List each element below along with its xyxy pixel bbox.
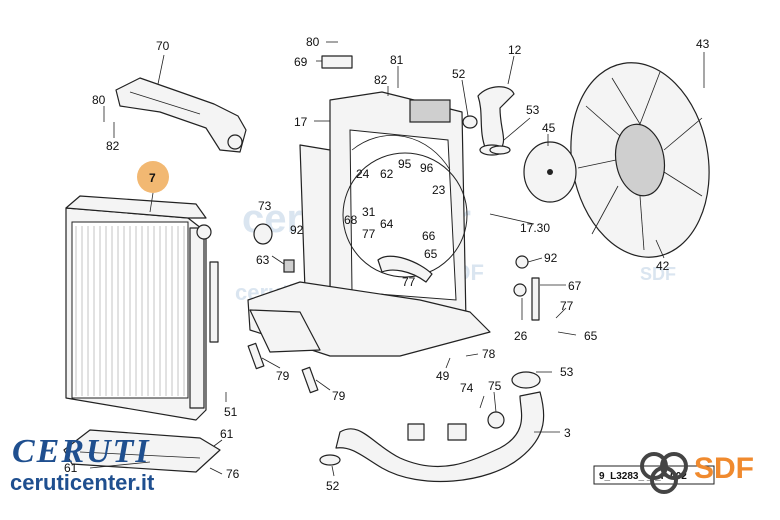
- radiator-part-7: [65, 195, 219, 421]
- part-label: 75: [488, 379, 502, 393]
- part-label: 80: [306, 35, 320, 49]
- small-parts: [247, 55, 529, 466]
- bracket-part-70: [115, 77, 247, 153]
- part-label: 43: [696, 37, 710, 51]
- part-label: 66: [422, 229, 436, 243]
- part-label: 68: [344, 213, 358, 227]
- pin-79b: [301, 366, 319, 394]
- part-label: 74: [460, 381, 474, 395]
- arm-66: [377, 255, 433, 283]
- part-label: 67: [568, 279, 582, 293]
- part-label: 92: [544, 251, 558, 265]
- part-label: 82: [106, 139, 120, 153]
- ceruti-site-text: ceruticenter.it: [10, 470, 155, 495]
- part-label: 65: [584, 329, 598, 343]
- part-label: 31: [362, 205, 376, 219]
- grommet-63: [283, 259, 295, 273]
- part-label: 79: [332, 389, 346, 403]
- part-label: 77: [560, 299, 574, 313]
- pin-79a: [247, 342, 265, 370]
- leader-lines: [89, 41, 705, 477]
- part-label: 45: [542, 121, 556, 135]
- part-label: 77: [362, 227, 376, 241]
- sdf-brand-text: SDF: [694, 452, 754, 485]
- part-label: 92: [290, 223, 304, 237]
- part-label: 12: [508, 43, 522, 57]
- part-label: 17: [294, 115, 308, 129]
- part-label: 52: [326, 479, 340, 493]
- clamp-52-upper: [462, 115, 478, 129]
- bottom-guard-part-61: [63, 429, 221, 473]
- part-label: 81: [390, 53, 404, 67]
- rod-part-67: [531, 277, 540, 321]
- part-label: 24: [356, 167, 370, 181]
- seal-73: [253, 223, 273, 245]
- part-label: 77: [402, 275, 416, 289]
- pulley-plate-part-45: [523, 141, 577, 203]
- cap-75: [487, 411, 505, 429]
- frame-part-17: [299, 91, 468, 339]
- highlight-badge-7: [137, 161, 169, 213]
- part-label: 79: [276, 369, 290, 383]
- clamp-left: [407, 423, 425, 441]
- part-label: 52: [452, 67, 466, 81]
- part-label: 42: [656, 259, 670, 273]
- ceruti-logo: CERUTI ceruticenter.it: [10, 433, 155, 495]
- part-label: 73: [258, 199, 272, 213]
- ceruti-brand-text: CERUTI: [12, 433, 151, 470]
- part-label: 51: [224, 405, 238, 419]
- clamp-53-upper: [489, 145, 511, 155]
- part-label: 3: [564, 426, 571, 440]
- clamp-right: [447, 423, 467, 441]
- part-label: 76: [226, 467, 240, 481]
- part-label: 53: [560, 365, 574, 379]
- part-label: 23: [432, 183, 446, 197]
- drawing-code: 9_L3283_ _ _F-002: [599, 471, 687, 482]
- clamp-52: [319, 454, 341, 466]
- part-label: 82: [374, 73, 388, 87]
- part-label: 63: [256, 253, 270, 267]
- sdf-emblem-icon: [640, 452, 688, 494]
- base-plate: [247, 281, 491, 357]
- part-label: 53: [526, 103, 540, 117]
- part-label-highlighted: 7: [149, 171, 156, 185]
- pad-69: [321, 55, 353, 69]
- seal-26: [513, 283, 527, 297]
- lower-hose-part-3: [335, 371, 545, 483]
- sdf-logo: SDF: [640, 452, 754, 494]
- part-label: 78: [482, 347, 496, 361]
- grommet-92: [515, 255, 529, 269]
- part-label: 64: [380, 217, 394, 231]
- part-label: 69: [294, 55, 308, 69]
- hose-part-12: [477, 86, 515, 156]
- part-label: 70: [156, 39, 170, 53]
- part-label: 96: [420, 161, 434, 175]
- part-label: 95: [398, 157, 412, 171]
- part-label: 49: [436, 369, 450, 383]
- part-label: 26: [514, 329, 528, 343]
- part-label: 61: [220, 427, 234, 441]
- part-label: 62: [380, 167, 394, 181]
- fan-part-42: [570, 62, 710, 258]
- part-label: 61: [64, 461, 78, 475]
- watermark-sdf-2: SDF: [640, 264, 676, 284]
- part-label: 80: [92, 93, 106, 107]
- part-label: 65: [424, 247, 438, 261]
- part-label: 17.30: [520, 221, 550, 235]
- part-labels: 70 80 82 7 80 69 81 82 17 52 12 53 45 43…: [64, 35, 710, 493]
